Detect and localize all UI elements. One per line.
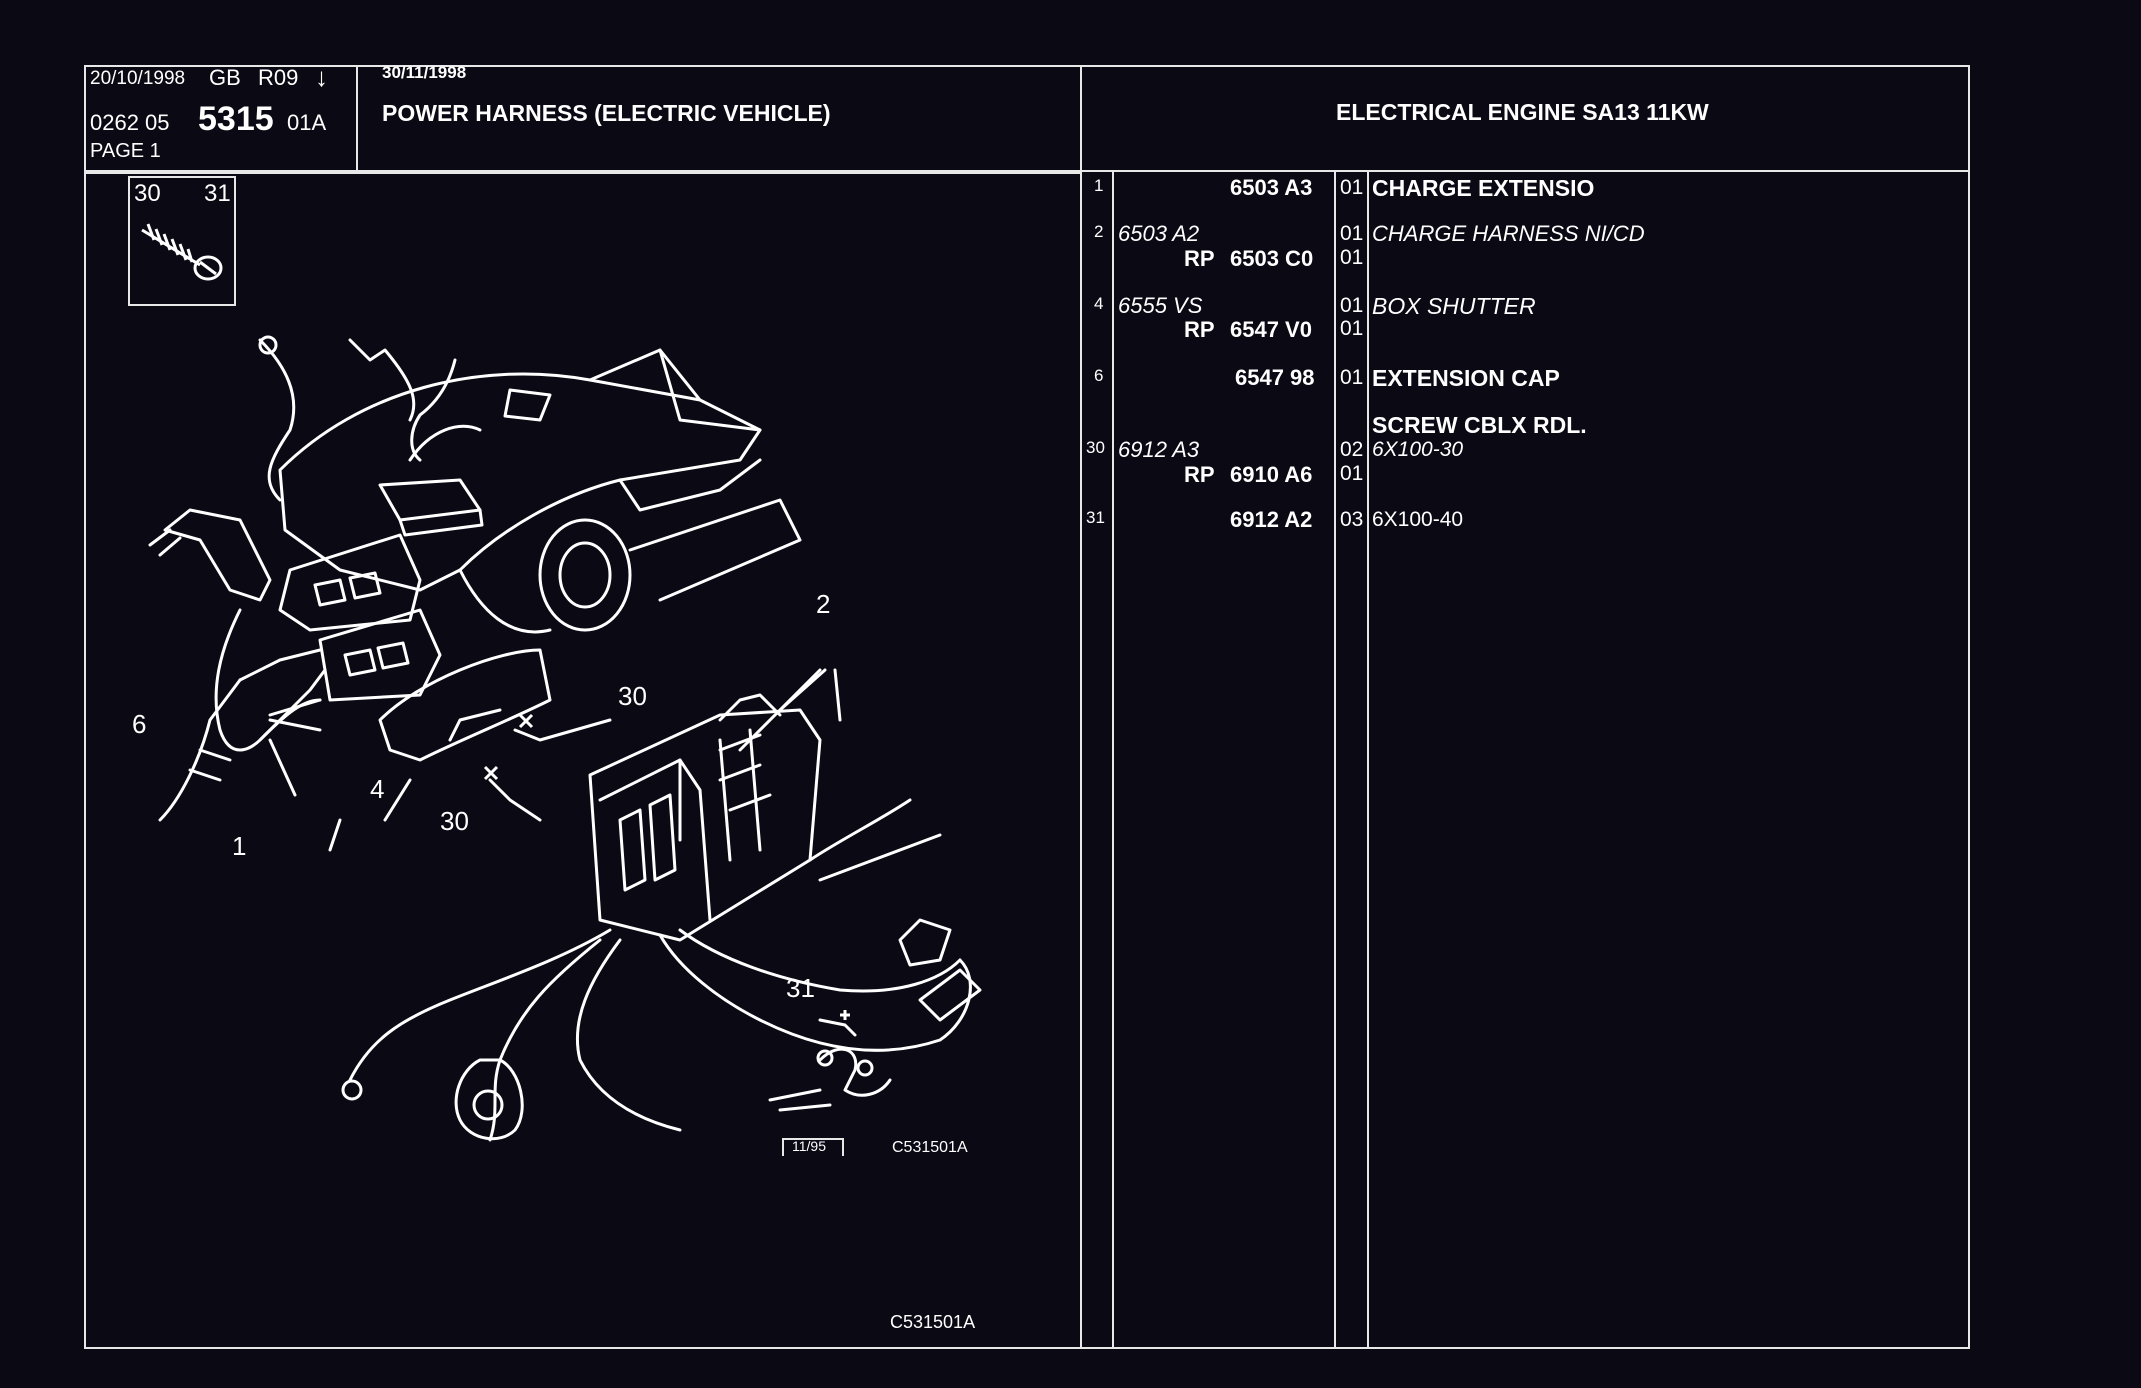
part-qty2-2: 01 xyxy=(1340,246,1364,269)
part-desc-6: EXTENSION CAP xyxy=(1372,365,1560,391)
callout-4: 4 xyxy=(370,774,384,804)
inset-box xyxy=(128,176,236,306)
header-arrow-icon: ↓ xyxy=(315,62,328,92)
part-desc-4: BOX SHUTTER xyxy=(1372,293,1536,319)
header-ref-number: 5315 xyxy=(198,100,274,138)
stamp-box xyxy=(782,1138,844,1156)
part-rp-2: RP xyxy=(1184,246,1215,271)
header-subtitle: ELECTRICAL ENGINE SA13 11KW xyxy=(1336,99,1709,125)
box-shutter xyxy=(378,648,552,762)
callout-1: 1 xyxy=(232,831,246,861)
part-desc-31: 6X100-40 xyxy=(1372,508,1464,531)
header-divider-1 xyxy=(356,65,358,172)
part-ref-6: 6547 98 xyxy=(1235,365,1315,390)
inset-label-30: 30 xyxy=(134,180,161,207)
header-ref-prefix: 0262 05 xyxy=(90,110,170,135)
part-rp-4: RP xyxy=(1184,317,1215,342)
part-item-30: 30 xyxy=(1086,438,1105,457)
callout-6: 6 xyxy=(132,709,146,739)
diagram-code: C531501A xyxy=(892,1139,968,1156)
part-ref-1: 6503 A3 xyxy=(1230,175,1313,200)
stamp-date: 11/95 xyxy=(792,1138,826,1154)
part-desc-1: CHARGE EXTENSIO xyxy=(1372,175,1595,201)
inset-label-31: 31 xyxy=(204,180,231,207)
header-lang: GB xyxy=(209,65,241,90)
footer-code: C531501A xyxy=(890,1312,976,1332)
part-qty2-4: 01 xyxy=(1340,317,1364,340)
harness-exploded-diagram: 2 30 6 4 30 1 31 xyxy=(132,335,982,1142)
callout-2: 2 xyxy=(816,589,830,619)
callout-30a: 30 xyxy=(618,681,647,711)
col-line-item xyxy=(1112,172,1114,1349)
header-title: POWER HARNESS (ELECTRIC VEHICLE) xyxy=(382,100,831,126)
header-date: 20/10/1998 xyxy=(90,68,186,89)
main-divider xyxy=(1080,65,1082,1349)
part-qty-6: 01 xyxy=(1340,366,1364,389)
part-item-6: 6 xyxy=(1094,366,1104,385)
part-qty-1: 01 xyxy=(1340,176,1364,199)
header-page: PAGE 1 xyxy=(90,140,161,162)
col-line-qty xyxy=(1367,172,1369,1349)
part-item-2: 2 xyxy=(1094,222,1104,241)
part-qty-4: 01 xyxy=(1340,294,1364,317)
part-ref-30: 6912 A3 xyxy=(1118,437,1200,462)
part-refbold-2: 6503 C0 xyxy=(1230,246,1314,271)
callout-31: 31 xyxy=(786,973,815,1003)
header-date2: 30/11/1998 xyxy=(382,63,467,82)
part-ref-4: 6555 VS xyxy=(1118,293,1203,318)
part-qty-31: 03 xyxy=(1340,508,1364,531)
catalog-sheet xyxy=(84,65,1970,1349)
part-refbold-4: 6547 V0 xyxy=(1230,317,1312,342)
part-ref-2: 6503 A2 xyxy=(1118,221,1200,246)
left-header-divider xyxy=(84,172,1080,174)
part-item-1: 1 xyxy=(1094,176,1104,195)
part-qty-2: 01 xyxy=(1340,222,1364,245)
part-qty2-30: 01 xyxy=(1340,462,1364,485)
screw-icon xyxy=(141,223,223,281)
header-ref-suffix: 01A xyxy=(287,110,327,135)
part-desc-30: 6X100-30 xyxy=(1372,438,1464,461)
header-bottom-line xyxy=(84,170,1970,172)
part-desc-2: CHARGE HARNESS NI/CD xyxy=(1372,221,1645,246)
part-item-31: 31 xyxy=(1086,508,1105,527)
part-item-4: 4 xyxy=(1094,294,1104,313)
part-deschead-30: SCREW CBLX RDL. xyxy=(1372,412,1587,438)
part-qty-30: 02 xyxy=(1340,438,1364,461)
part-ref-31: 6912 A2 xyxy=(1230,507,1313,532)
harness-module xyxy=(588,708,822,942)
car-outline xyxy=(278,372,762,592)
part-rp-30: RP xyxy=(1184,462,1215,487)
callout-30b: 30 xyxy=(440,806,469,836)
part-refbold-30: 6910 A6 xyxy=(1230,462,1313,487)
col-line-ref xyxy=(1334,172,1336,1349)
header-revision: R09 xyxy=(258,65,299,90)
